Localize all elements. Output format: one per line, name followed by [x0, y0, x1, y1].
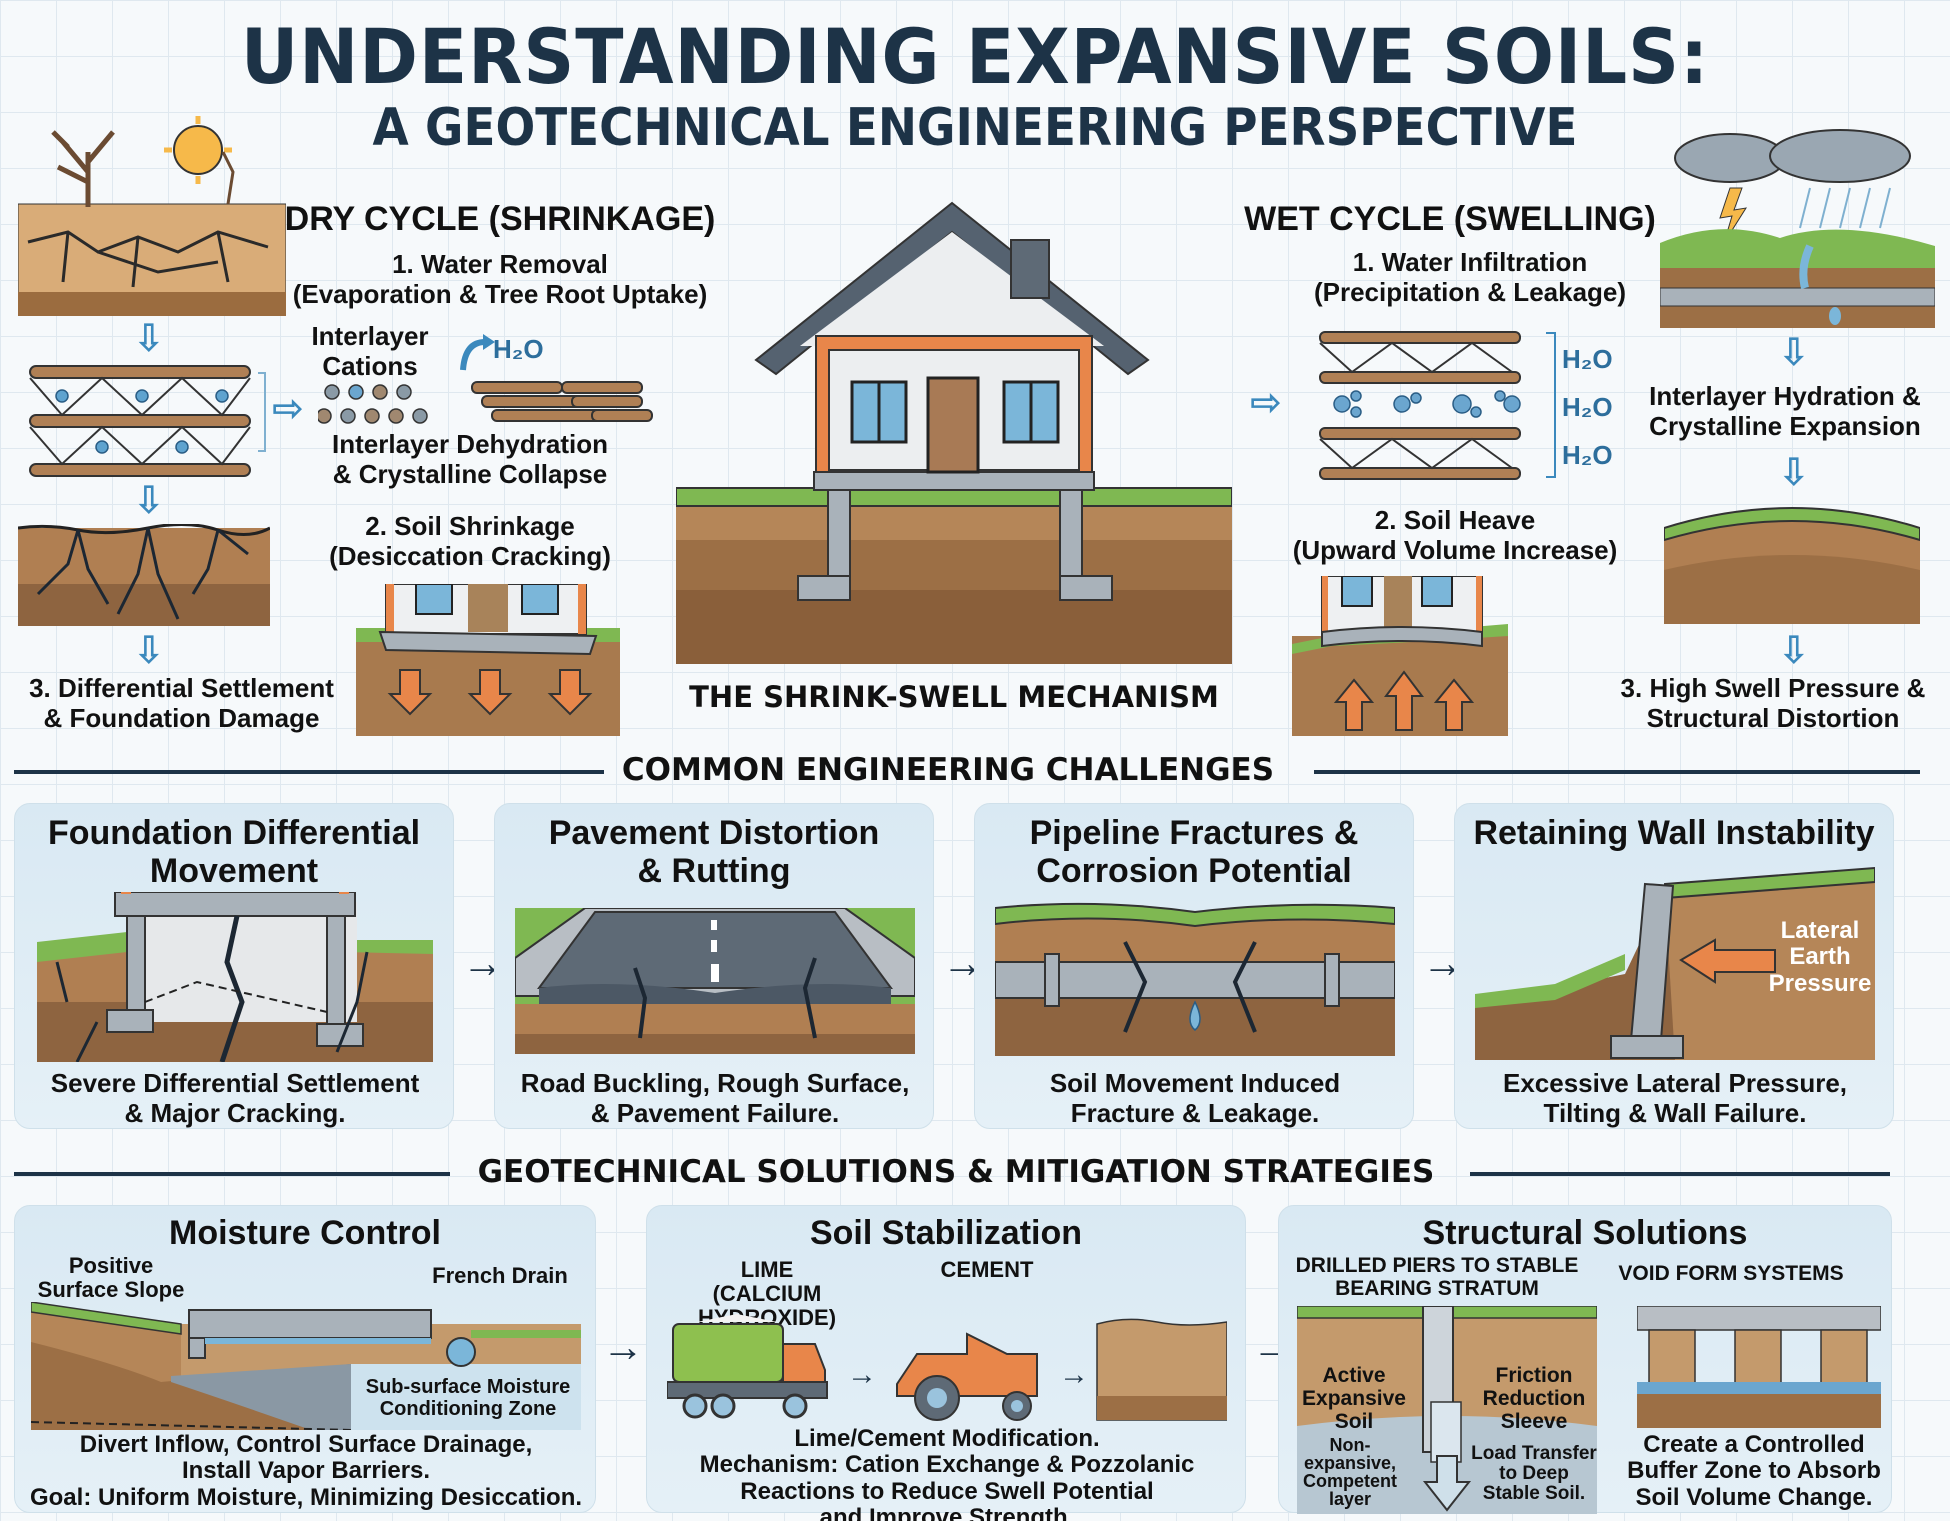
evaporation-arrow-icon [455, 332, 535, 372]
bracket-icon [1546, 332, 1556, 478]
lateral-earth-pressure-label: Lateral Earth Pressure [1768, 917, 1872, 997]
clay-lattice-dry-illustration [22, 362, 258, 480]
retaining-wall-illustration [1475, 854, 1875, 1060]
challenge-card-foundation: Foundation Differential Movement Severe … [14, 803, 454, 1129]
cation-dots-illustration [318, 382, 430, 426]
card-title: Soil Stabilization [809, 1214, 1083, 1252]
down-arrow-icon: ⇩ [133, 318, 165, 360]
pipeline-fracture-illustration [995, 902, 1395, 1056]
drilled-piers-label: DRILLED PIERS TO STABLE BEARING STRATUM [1295, 1254, 1579, 1301]
page-subtitle: A GEOTECHNICAL ENGINEERING PERSPECTIVE [372, 98, 1578, 158]
interlayer-cations-label: Interlayer Cations [311, 321, 429, 381]
card-title: Pipeline Fractures & Corrosion Potential [1029, 814, 1359, 891]
positive-slope-label: Positive Surface Slope [37, 1253, 185, 1303]
down-arrow-icon: ⇩ [1778, 452, 1810, 494]
moisture-zone-label: Sub-surface Moisture Conditioning Zone [365, 1376, 571, 1420]
dry-tree-cracked-ground-illustration [18, 112, 286, 316]
h2o-label: H₂O [493, 334, 544, 364]
down-arrow-icon: ⇩ [133, 480, 165, 522]
card-description: Divert Inflow, Control Surface Drainage,… [29, 1431, 583, 1511]
right-arrow-icon: ⇨ [272, 388, 304, 430]
dry-step3-label: 3. Differential Settlement & Foundation … [29, 673, 334, 733]
wet-step2-label: 2. Soil Heave (Upward Volume Increase) [1292, 505, 1618, 565]
solution-card-moisture-control: Moisture Control Positive Surface Slope … [14, 1205, 596, 1513]
desiccation-cracked-soil-illustration [18, 524, 270, 626]
active-expansive-soil-label: Active Expansive Soil [1302, 1364, 1406, 1434]
dry-step1-label: 1. Water Removal (Evaporation & Tree Roo… [292, 249, 708, 309]
non-expansive-layer-label: Non- expansive, Competent layer [1303, 1435, 1397, 1509]
settling-house-illustration [356, 584, 620, 736]
card-description: Soil Movement Induced Fracture & Leakage… [1049, 1068, 1341, 1129]
clay-lattice-wet-illustration [1312, 328, 1544, 484]
h2o-label: H₂O [1562, 344, 1613, 374]
h2o-label: H₂O [1562, 440, 1613, 470]
void-form-description: Create a Controlled Buffer Zone to Absor… [1627, 1431, 1881, 1511]
rain-and-leak-illustration [1660, 128, 1935, 328]
wet-step1-label: 1. Water Infiltration (Precipitation & L… [1313, 247, 1627, 307]
heaved-soil-illustration [1664, 500, 1920, 624]
house-on-piers-illustration [676, 190, 1232, 664]
card-title: Moisture Control [169, 1214, 441, 1252]
challenge-card-pavement: Pavement Distortion & Rutting Road Buckl… [494, 803, 934, 1129]
flow-arrow-icon: → [602, 1323, 644, 1370]
hydration-label: Interlayer Hydration & Crystalline Expan… [1649, 381, 1921, 441]
foundation-cracking-illustration [37, 892, 433, 1062]
challenges-section-title: COMMON ENGINEERING CHALLENGES [621, 752, 1275, 788]
right-arrow-icon: ⇨ [1250, 382, 1282, 424]
void-form-label: VOID FORM SYSTEMS [1618, 1262, 1844, 1285]
drilled-pier-illustration [1297, 1306, 1597, 1514]
moisture-control-illustration [31, 1302, 581, 1430]
solution-card-soil-stabilization: Soil Stabilization LIME (CALCIUM HYDROXI… [646, 1205, 1246, 1521]
section-divider [14, 1172, 450, 1176]
down-arrow-icon: ⇩ [1778, 332, 1810, 374]
void-form-illustration [1637, 1306, 1881, 1428]
down-arrow-icon: ⇩ [133, 630, 165, 672]
friction-sleeve-label: Friction Reduction Sleeve [1482, 1364, 1586, 1434]
challenge-card-pipeline: Pipeline Fractures & Corrosion Potential… [974, 803, 1414, 1129]
card-description: Excessive Lateral Pressure, Tilting & Wa… [1502, 1068, 1848, 1129]
svg-text:→: → [1059, 1358, 1089, 1391]
heaving-house-illustration [1292, 576, 1508, 736]
solutions-section-title: GEOTECHNICAL SOLUTIONS & MITIGATION STRA… [477, 1154, 1435, 1190]
card-description: Lime/Cement Modification. Mechanism: Cat… [699, 1425, 1195, 1521]
stabilization-equipment-illustration: → → [667, 1314, 1227, 1430]
wet-cycle-heading: WET CYCLE (SWELLING) [1244, 200, 1656, 238]
challenge-card-retaining-wall: Retaining Wall Instability Lateral Earth… [1454, 803, 1894, 1129]
down-arrow-icon: ⇩ [1778, 630, 1810, 672]
card-title: Structural Solutions [1422, 1214, 1748, 1252]
section-divider [1314, 770, 1920, 774]
page-title: UNDERSTANDING EXPANSIVE SOILS: [240, 12, 1710, 101]
section-divider [14, 770, 604, 774]
wet-step3-label: 3. High Swell Pressure & Structural Dist… [1620, 673, 1926, 733]
cement-label: CEMENT [940, 1257, 1034, 1282]
shrink-swell-mechanism-label: THE SHRINK-SWELL MECHANISM [689, 680, 1219, 714]
collapsed-clay-layers-illustration [462, 378, 662, 428]
french-drain-label: French Drain [432, 1263, 568, 1288]
card-description: Severe Differential Settlement & Major C… [50, 1068, 420, 1129]
card-title: Foundation Differential Movement [47, 814, 421, 891]
bracket-icon [258, 372, 266, 452]
svg-text:→: → [847, 1358, 877, 1391]
section-divider [1470, 1172, 1890, 1176]
dry-step2-label: 2. Soil Shrinkage (Desiccation Cracking) [329, 511, 611, 571]
dry-cycle-heading: DRY CYCLE (SHRINKAGE) [284, 200, 716, 238]
pavement-buckling-illustration [515, 908, 915, 1054]
dehydration-label: Interlayer Dehydration & Crystalline Col… [332, 429, 608, 489]
card-title: Retaining Wall Instability [1473, 814, 1875, 852]
h2o-label: H₂O [1562, 392, 1613, 422]
load-transfer-label: Load Transfer to Deep Stable Soil. [1471, 1443, 1597, 1504]
card-description: Road Buckling, Rough Surface, & Pavement… [520, 1068, 910, 1129]
card-title: Pavement Distortion & Rutting [548, 814, 880, 891]
solution-card-structural: Structural Solutions DRILLED PIERS TO ST… [1278, 1205, 1892, 1514]
